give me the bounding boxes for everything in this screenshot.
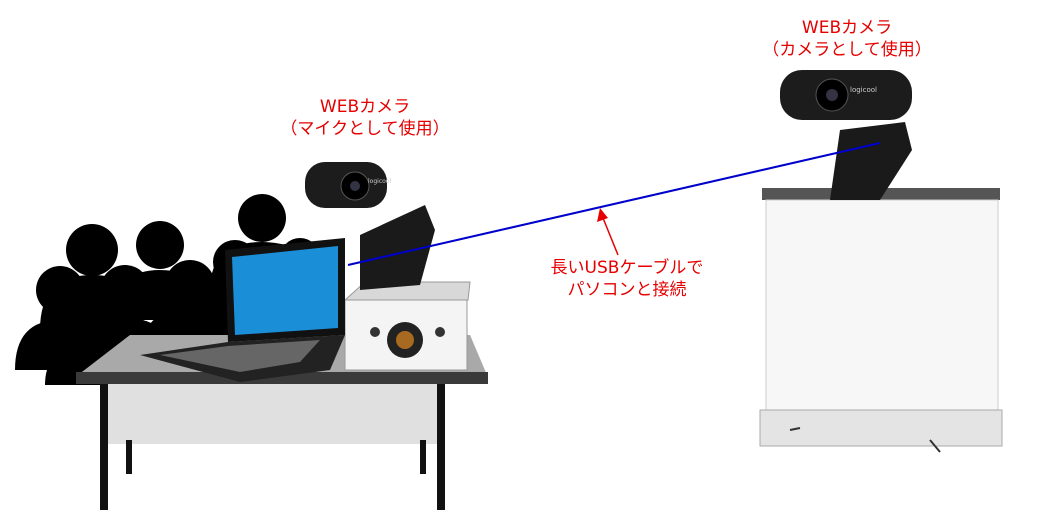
left-camera-label-line1: WEBカメラ [319, 97, 411, 117]
cable-label-line1: 長いUSBケーブルで [550, 258, 704, 278]
right-camera-label-line2: （カメラとして使用） [762, 40, 932, 60]
right-camera-label-line1: WEBカメラ [801, 18, 893, 38]
cable-label: 長いUSBケーブルで パソコンと接続 [527, 257, 727, 301]
left-webcam-icon: logicool [305, 162, 435, 290]
right-camera-label: WEBカメラ （カメラとして使用） [752, 17, 942, 61]
cable-label-line2: パソコンと接続 [567, 280, 687, 300]
right-webcam-icon: logicool [780, 70, 912, 200]
projector-icon [343, 281, 471, 371]
laptop-icon [140, 238, 345, 382]
svg-text:logicool: logicool [368, 178, 391, 185]
left-camera-label-line2: （マイクとして使用） [280, 119, 450, 139]
svg-text:logicool: logicool [850, 86, 877, 94]
usb-cable-line [347, 142, 881, 266]
callout-arrow-icon [597, 208, 619, 256]
projection-screen-icon [759, 188, 1003, 453]
left-camera-label: WEBカメラ （マイクとして使用） [270, 96, 460, 140]
